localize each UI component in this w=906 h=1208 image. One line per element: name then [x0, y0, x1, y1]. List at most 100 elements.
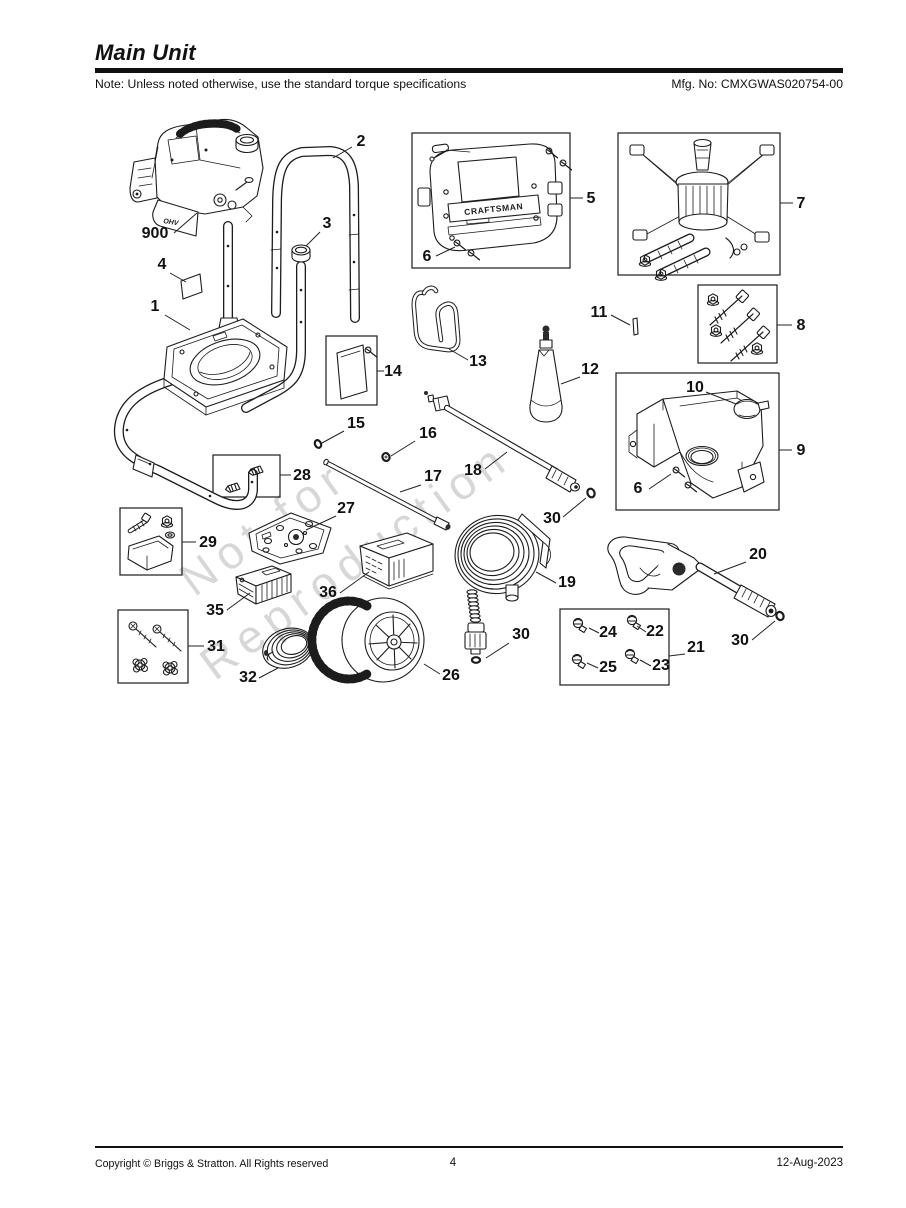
handle-illustration: [270, 146, 360, 323]
callout-31-29: 31: [207, 638, 225, 655]
cone-illustration: [529, 325, 563, 423]
callout-22-35: 22: [646, 623, 664, 640]
group-box-7: [617, 132, 781, 276]
callout-26-30: 26: [442, 667, 460, 684]
callout-6-19: 6: [634, 480, 643, 497]
callout-15-15: 15: [347, 415, 365, 432]
torque-note: Note: Unless noted otherwise, use the st…: [95, 77, 467, 91]
leader-line-30-28: [485, 642, 510, 659]
handle-lower-tubes: [218, 221, 306, 413]
leader-line-21-33: [668, 653, 686, 657]
callout-25-36: 25: [599, 659, 617, 676]
leader-line-900-1: [173, 212, 198, 234]
group-box-21: [559, 608, 670, 686]
leader-line-19-24: [535, 571, 557, 584]
callout-28-20: 28: [293, 467, 311, 484]
callout-29-23: 29: [199, 534, 217, 551]
callout-6-6: 6: [423, 248, 432, 265]
handle-cap-illustration: [291, 244, 311, 263]
callout-900-1: 900: [142, 225, 169, 242]
group-box-5: [411, 132, 571, 269]
callout-35-25: 35: [206, 602, 224, 619]
callout-19-24: 19: [558, 574, 576, 591]
callout-30-22: 30: [543, 510, 561, 527]
group-leader-lines: [164, 146, 793, 679]
frame-illustration: [113, 318, 288, 510]
callout-23-37: 23: [652, 657, 670, 674]
leader-line-20-27: [713, 561, 747, 575]
control-panel-illustration: CRAFTSMAN: [417, 143, 573, 261]
callout-5-5: 5: [587, 190, 596, 207]
leader-line-12-10: [560, 376, 581, 385]
callout-12-10: 12: [581, 361, 599, 378]
leader-line-16-16: [390, 440, 416, 457]
part-illustrations: OHV: [113, 118, 785, 684]
knob-kit-illustration: [128, 621, 182, 676]
wheel-illustration: [307, 596, 425, 684]
mfg-number: Mfg. No: CMXGWAS020754-00: [671, 77, 843, 91]
callout-11-8: 11: [591, 304, 608, 321]
callout-16-16: 16: [419, 425, 437, 442]
group-box-9: [615, 372, 780, 511]
rod-illustration: [323, 458, 451, 531]
leader-line-25-36: [586, 662, 599, 669]
leader-line-32-31: [258, 667, 279, 679]
charger-illustration: [359, 532, 434, 590]
spray-gun-illustration: [607, 536, 785, 622]
group-boxes: [117, 132, 781, 686]
callout-18-18: 18: [464, 462, 482, 479]
callout-17-17: 17: [424, 468, 442, 485]
callout-14-12: 14: [384, 363, 402, 380]
callout-36-26: 36: [319, 584, 337, 601]
leader-line-24-34: [588, 627, 600, 634]
callout-4-3: 4: [158, 256, 167, 273]
callout-10-13: 10: [686, 379, 704, 396]
callout-7-7: 7: [797, 195, 806, 212]
leader-line-36-26: [339, 571, 370, 594]
callout-32-31: 32: [239, 669, 257, 686]
warning-label-illustration: [180, 273, 203, 300]
callout-1-4: 1: [151, 298, 160, 315]
hose-hook-illustration: [411, 285, 461, 353]
callout-3-2: 3: [323, 215, 332, 232]
leader-line-1-4: [164, 314, 191, 331]
callout-2-0: 2: [357, 133, 366, 150]
leader-line-26-30: [423, 663, 441, 675]
group-box-8: [697, 284, 778, 364]
copyright-text: Copyright © Briggs & Stratton. All Right…: [95, 1158, 329, 1170]
wand-illustration: [424, 391, 596, 499]
revision-date: 12-Aug-2023: [776, 1157, 844, 1169]
leader-line-22-35: [636, 625, 647, 633]
callout-13-11: 13: [469, 353, 487, 370]
leader-line-4-3: [169, 272, 187, 283]
leader-line-15-15: [321, 430, 345, 444]
callout-21-33: 21: [687, 639, 705, 656]
callout-24-34: 24: [599, 624, 617, 641]
callout-20-27: 20: [749, 546, 767, 563]
callout-30-28: 30: [512, 626, 530, 643]
callout-9-14: 9: [797, 442, 806, 459]
leader-line-35-25: [226, 592, 251, 611]
pump-illustration: [629, 138, 775, 281]
tube-coil-illustration: [262, 627, 314, 669]
tank-illustration: [628, 390, 770, 499]
engine-ohv-label: OHV: [163, 218, 180, 227]
page-number: 4: [449, 1157, 457, 1169]
leader-line-23-37: [639, 659, 652, 667]
leader-line-13-11: [448, 348, 469, 361]
leader-line-27-21: [305, 515, 337, 531]
callout-30-32: 30: [731, 632, 749, 649]
battery-illustration: [235, 565, 292, 605]
side-panel-illustration: [336, 344, 378, 400]
leader-line-18-18: [484, 451, 508, 470]
leader-line-17-17: [399, 484, 422, 493]
foot-kit-illustration: [127, 512, 176, 571]
oring-16-illustration: [381, 451, 391, 463]
leader-line-3-2: [305, 231, 321, 247]
footer-rule: [95, 1146, 843, 1148]
leader-line-6-19: [648, 473, 672, 490]
base-panel-illustration: [248, 512, 332, 565]
